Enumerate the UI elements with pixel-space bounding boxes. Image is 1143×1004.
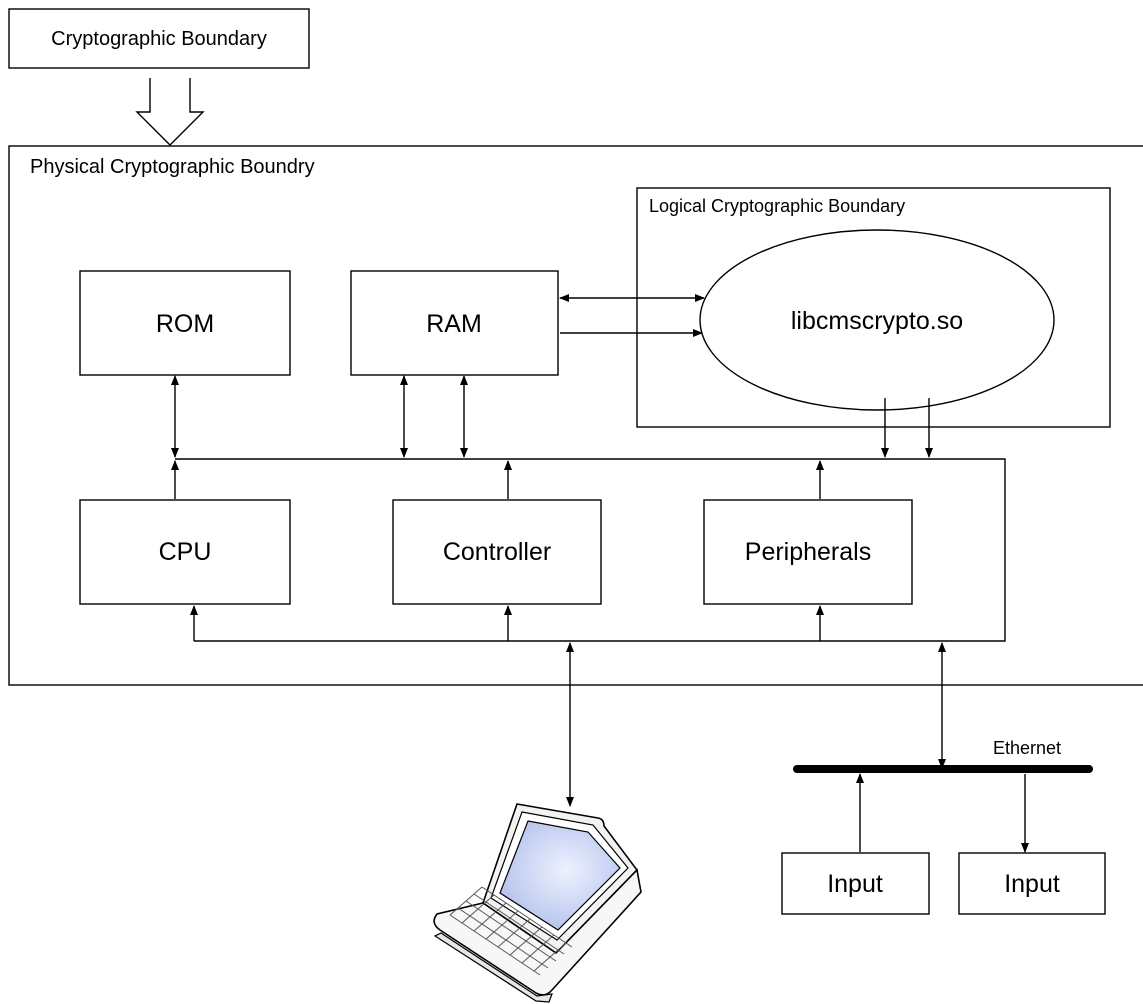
peripherals-label: Peripherals	[745, 538, 871, 566]
lower-bus	[190, 605, 946, 807]
ram-label: RAM	[426, 310, 482, 338]
legend: Cryptographic Boundary	[8, 8, 310, 69]
legend-arrow	[135, 78, 205, 146]
library-module: libcmscrypto.so	[699, 229, 1055, 411]
rom-box: ROM	[79, 270, 291, 376]
controller-box: Controller	[392, 499, 602, 605]
ram-box: RAM	[350, 270, 559, 376]
cpu-label: CPU	[159, 538, 212, 566]
laptop-icon	[433, 803, 642, 1003]
rom-label: ROM	[156, 310, 214, 338]
physical-boundary-label: Physical Cryptographic Boundry	[30, 156, 315, 178]
upper-bus	[171, 375, 1006, 642]
ethernet-label: Ethernet	[993, 738, 1061, 758]
peripherals-box: Peripherals	[703, 499, 913, 605]
input-right-label: Input	[1004, 870, 1060, 898]
input-left-label: Input	[827, 870, 883, 898]
legend-label: Cryptographic Boundary	[51, 28, 267, 50]
logical-boundary-label: Logical Cryptographic Boundary	[649, 196, 905, 216]
cpu-box: CPU	[79, 499, 291, 605]
input-box-left: Input	[781, 852, 930, 915]
ethernet-network: Ethernet	[793, 738, 1093, 853]
controller-label: Controller	[443, 538, 551, 566]
input-box-right: Input	[958, 852, 1106, 915]
ram-library-links	[559, 294, 705, 337]
library-label: libcmscrypto.so	[791, 307, 963, 335]
